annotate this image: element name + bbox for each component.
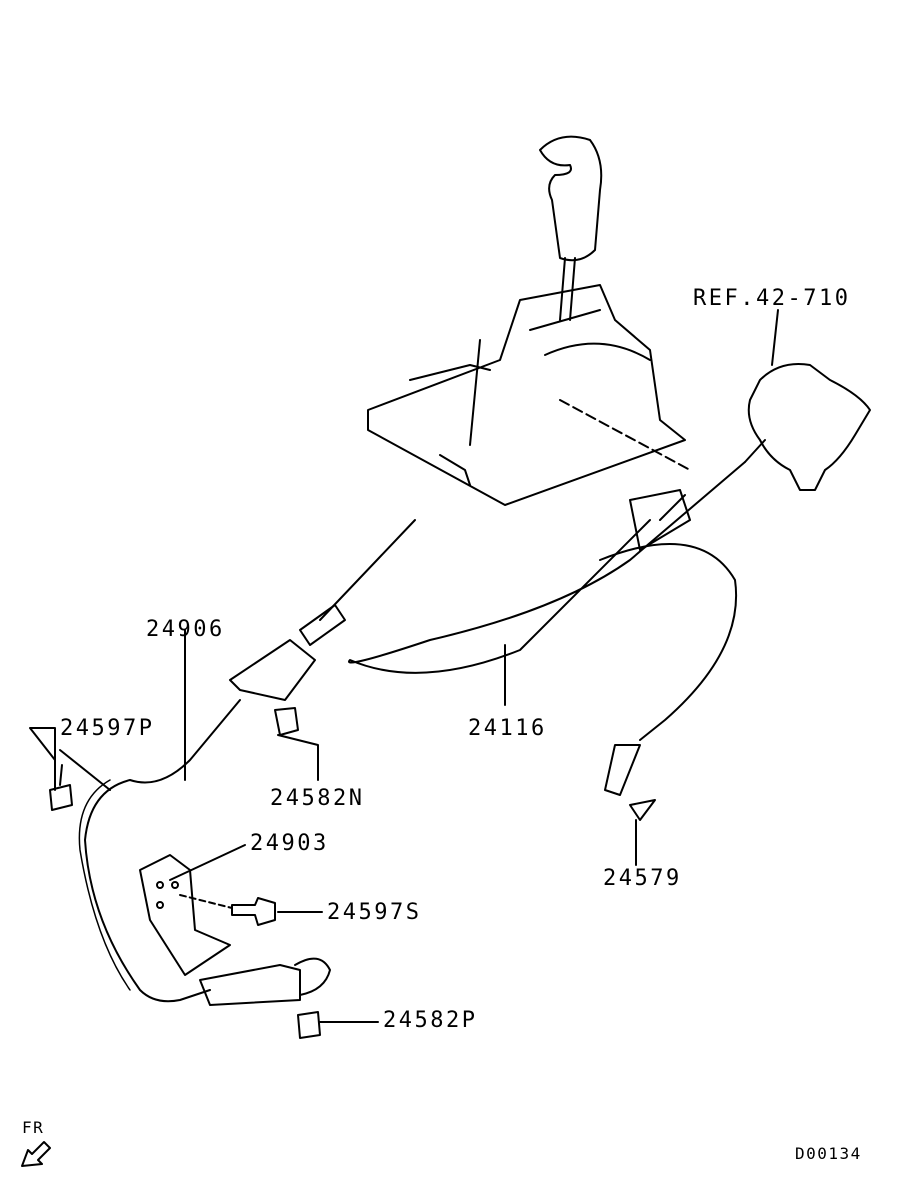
control-cable-24116 (348, 461, 746, 796)
callout-ref-42-710[interactable]: REF.42-710 (693, 286, 851, 311)
callout-24597p[interactable]: 24597P (60, 716, 155, 741)
callout-24903[interactable]: 24903 (250, 831, 329, 856)
front-direction-label: FR (22, 1118, 45, 1137)
shift-lever-assembly (367, 135, 686, 506)
front-arrow-icon (21, 1141, 51, 1167)
bolts-and-bushings (29, 707, 656, 1039)
diagram-code: D00134 (795, 1144, 862, 1163)
cable-24906 (78, 519, 416, 1006)
transmission-lever-ref (744, 309, 871, 491)
center-line (559, 399, 691, 471)
callout-24582p[interactable]: 24582P (383, 1008, 478, 1033)
bracket-24903 (139, 844, 246, 976)
callout-24597s[interactable]: 24597S (327, 900, 422, 925)
callout-24116[interactable]: 24116 (468, 716, 547, 741)
callout-24579[interactable]: 24579 (603, 866, 682, 891)
callout-24582n[interactable]: 24582N (270, 786, 365, 811)
callout-24906[interactable]: 24906 (146, 617, 225, 642)
